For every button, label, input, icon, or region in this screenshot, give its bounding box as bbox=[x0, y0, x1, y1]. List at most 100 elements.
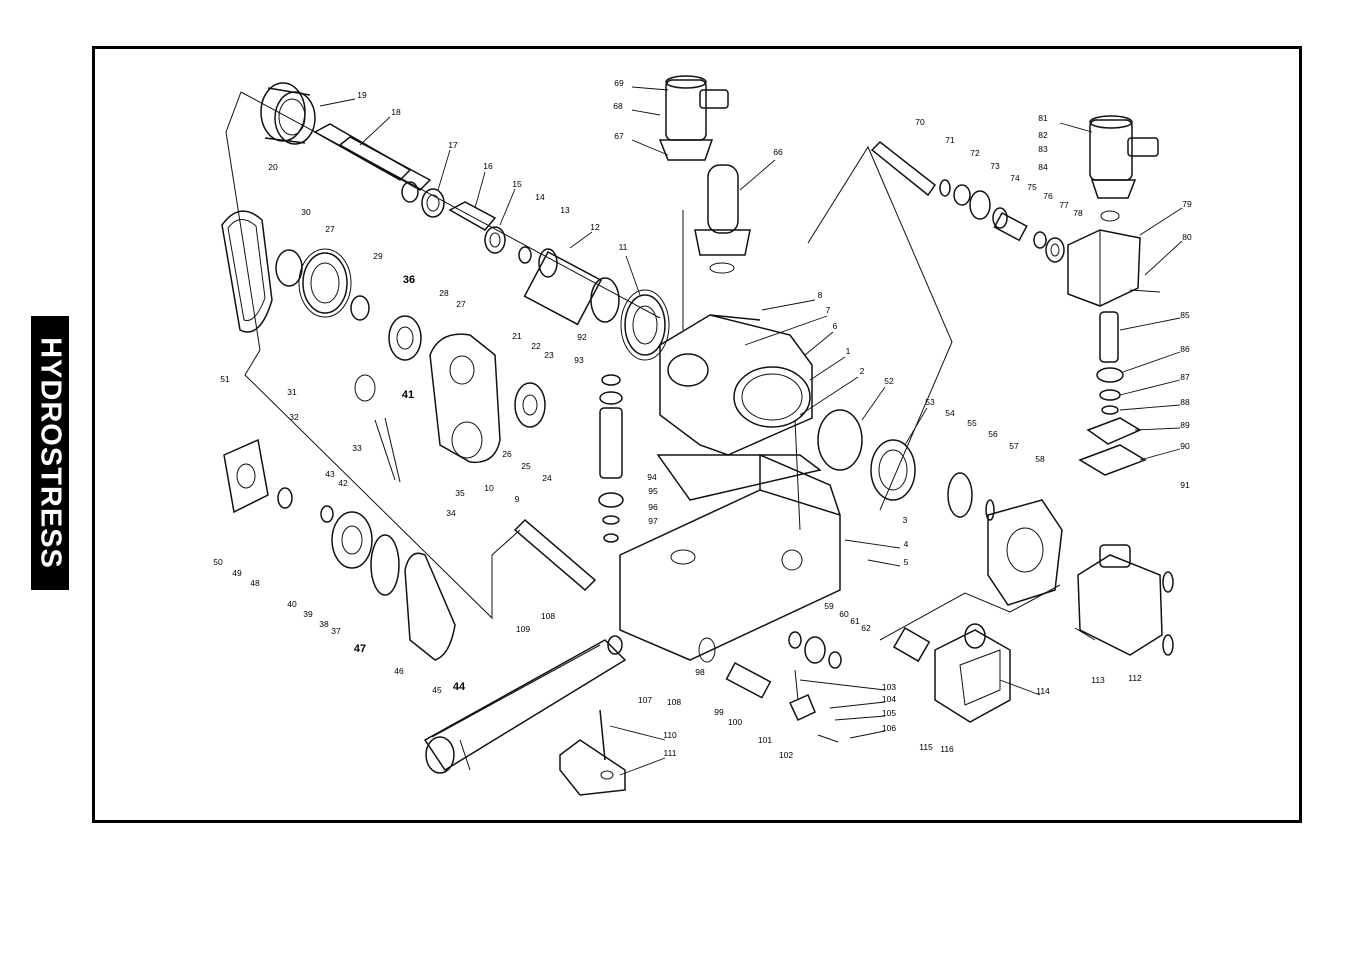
part-label-84: 84 bbox=[1038, 162, 1048, 172]
part-label-6: 6 bbox=[833, 321, 838, 331]
part-label-89: 89 bbox=[1180, 420, 1190, 430]
part-label-91: 91 bbox=[1180, 480, 1190, 490]
hydraulic-motor-right bbox=[1067, 115, 1161, 307]
part-label-106: 106 bbox=[882, 723, 896, 733]
handle-lever bbox=[513, 518, 597, 592]
part-label-10: 10 bbox=[484, 483, 494, 493]
part-label-20: 20 bbox=[268, 162, 278, 172]
belt-drive-assembly bbox=[221, 210, 422, 361]
part-number-labels: 1234567891011121314151617181920212223242… bbox=[213, 78, 1192, 760]
exploded-diagram-frame bbox=[92, 46, 1302, 823]
carriage-frame bbox=[619, 419, 841, 663]
part-label-60: 60 bbox=[839, 609, 849, 619]
part-label-9: 9 bbox=[515, 494, 520, 504]
part-label-108: 108 bbox=[667, 697, 681, 707]
part-label-32: 32 bbox=[289, 412, 299, 422]
part-label-27: 27 bbox=[325, 224, 335, 234]
part-label-53: 53 bbox=[925, 397, 935, 407]
part-label-38: 38 bbox=[319, 619, 329, 629]
part-label-93: 93 bbox=[574, 355, 584, 365]
part-label-83: 83 bbox=[1038, 144, 1048, 154]
part-label-5: 5 bbox=[904, 557, 909, 567]
part-label-50: 50 bbox=[213, 557, 223, 567]
guide-rail bbox=[423, 635, 627, 774]
part-label-62: 62 bbox=[861, 623, 871, 633]
part-label-104: 104 bbox=[882, 694, 896, 704]
part-label-55: 55 bbox=[967, 418, 977, 428]
leader-lines bbox=[319, 86, 1183, 776]
part-label-35: 35 bbox=[455, 488, 465, 498]
part-label-67: 67 bbox=[614, 131, 624, 141]
part-label-116: 116 bbox=[940, 744, 954, 754]
part-label-95: 95 bbox=[648, 486, 658, 496]
part-label-28: 28 bbox=[439, 288, 449, 298]
part-label-90: 90 bbox=[1180, 441, 1190, 451]
part-label-92: 92 bbox=[577, 332, 587, 342]
part-label-4: 4 bbox=[904, 539, 909, 549]
part-label-18: 18 bbox=[391, 107, 401, 117]
part-label-33: 33 bbox=[352, 443, 362, 453]
part-label-8: 8 bbox=[818, 290, 823, 300]
part-label-76: 76 bbox=[1043, 191, 1053, 201]
part-label-34: 34 bbox=[446, 508, 456, 518]
part-label-48: 48 bbox=[250, 578, 260, 588]
part-label-97: 97 bbox=[648, 516, 658, 526]
part-label-42: 42 bbox=[338, 478, 348, 488]
part-label-56: 56 bbox=[988, 429, 998, 439]
part-label-40: 40 bbox=[287, 599, 297, 609]
part-label-61: 61 bbox=[850, 616, 860, 626]
drive-motor-right bbox=[1074, 544, 1174, 656]
part-label-73: 73 bbox=[990, 161, 1000, 171]
part-label-79: 79 bbox=[1182, 199, 1192, 209]
part-label-12: 12 bbox=[590, 222, 600, 232]
part-label-71: 71 bbox=[945, 135, 955, 145]
hydraulic-motor-bottom bbox=[892, 623, 1011, 723]
part-label-86: 86 bbox=[1180, 344, 1190, 354]
part-label-49: 49 bbox=[232, 568, 242, 578]
part-label-105: 105 bbox=[882, 708, 896, 718]
part-label-44: 44 bbox=[453, 681, 466, 693]
feed-mechanism bbox=[725, 631, 842, 743]
spindle-shaft-assembly bbox=[260, 82, 670, 361]
part-label-31: 31 bbox=[287, 387, 297, 397]
part-label-69: 69 bbox=[614, 78, 624, 88]
part-label-52: 52 bbox=[884, 376, 894, 386]
part-label-111: 111 bbox=[664, 748, 677, 758]
part-label-46: 46 bbox=[394, 666, 404, 676]
part-label-29: 29 bbox=[373, 251, 383, 261]
part-label-15: 15 bbox=[512, 179, 522, 189]
part-label-7: 7 bbox=[826, 305, 831, 315]
part-label-109: 109 bbox=[516, 624, 530, 634]
part-label-26: 26 bbox=[502, 449, 512, 459]
part-label-11: 11 bbox=[619, 242, 628, 252]
part-label-101: 101 bbox=[758, 735, 772, 745]
part-label-39: 39 bbox=[303, 609, 313, 619]
part-label-41: 41 bbox=[402, 389, 414, 401]
part-label-47: 47 bbox=[354, 643, 366, 655]
part-label-19: 19 bbox=[357, 90, 367, 100]
part-label-2: 2 bbox=[860, 366, 865, 376]
part-label-57: 57 bbox=[1009, 441, 1019, 451]
lower-pulley-assembly bbox=[223, 417, 456, 661]
part-label-58: 58 bbox=[1035, 454, 1045, 464]
part-label-1: 1 bbox=[846, 346, 851, 356]
part-label-22: 22 bbox=[531, 341, 541, 351]
rail-clamp bbox=[559, 709, 626, 796]
main-gear-housing bbox=[659, 314, 1063, 606]
part-label-115: 115 bbox=[919, 742, 933, 752]
part-label-3: 3 bbox=[903, 515, 908, 525]
part-label-88: 88 bbox=[1180, 397, 1190, 407]
spindle-stack bbox=[598, 374, 624, 543]
part-label-43: 43 bbox=[325, 469, 335, 479]
part-label-108: 108 bbox=[541, 611, 555, 621]
part-label-51: 51 bbox=[220, 374, 230, 384]
part-label-98: 98 bbox=[695, 667, 705, 677]
part-label-36: 36 bbox=[403, 274, 415, 286]
part-label-112: 112 bbox=[1128, 673, 1142, 683]
part-label-45: 45 bbox=[432, 685, 442, 695]
part-label-96: 96 bbox=[648, 502, 658, 512]
part-label-54: 54 bbox=[945, 408, 955, 418]
part-label-74: 74 bbox=[1010, 173, 1020, 183]
right-vertical-stack bbox=[1078, 311, 1147, 476]
